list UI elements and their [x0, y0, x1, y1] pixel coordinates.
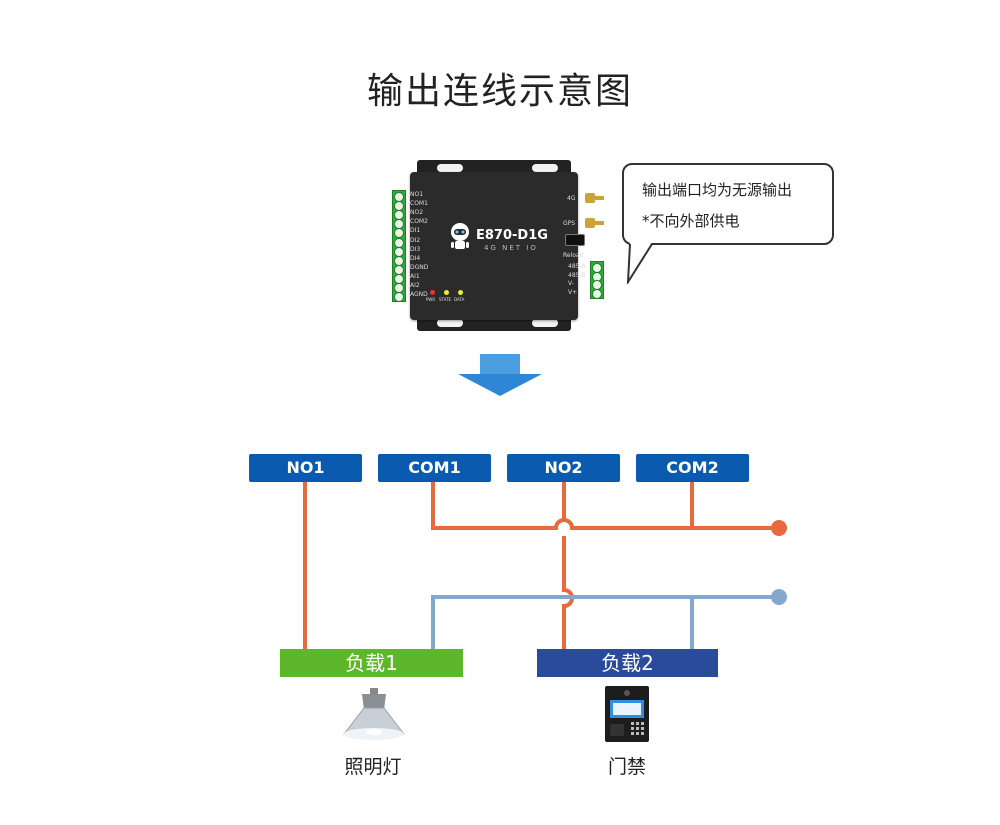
load-2: 负载2 — [537, 649, 718, 677]
data-led-icon — [458, 290, 463, 295]
device-body — [410, 172, 578, 320]
left-terminal-label: AGND — [410, 291, 428, 299]
port-no2: NO2 — [507, 454, 620, 482]
led-label-data: DATA — [454, 297, 465, 302]
left-terminal-label: AI1 — [410, 272, 420, 280]
right-terminal-label: 485-A — [568, 263, 586, 270]
left-terminal-pin-icon — [394, 292, 404, 303]
left-terminal-label: DI2 — [410, 236, 421, 244]
4g-antenna-connector-icon — [592, 196, 604, 200]
right-terminal-label: V+ — [568, 288, 578, 296]
label-4g: 4G — [567, 195, 576, 202]
right-terminal-pin-icon — [592, 288, 602, 299]
pwr-led-icon — [430, 290, 435, 295]
device-model: E870-D1G — [476, 228, 548, 243]
left-terminal-label: COM2 — [410, 218, 428, 226]
note-line-1: 输出端口均为无源输出 — [642, 181, 793, 199]
4g-antenna-icon — [585, 193, 595, 203]
device-subtitle: 4G NET IO — [484, 244, 538, 252]
access-control-icon — [605, 686, 649, 742]
orange-terminal-icon — [771, 520, 787, 536]
left-terminal-label: NO1 — [410, 191, 424, 198]
gps-antenna-connector-icon — [592, 221, 604, 225]
load-1: 负载1 — [280, 649, 463, 677]
wire-blue-bus — [431, 595, 779, 652]
left-terminal-label: AI2 — [410, 282, 420, 289]
page-title: 输出连线示意图 — [366, 71, 633, 112]
state-led-icon — [444, 290, 449, 295]
bubble-tail-icon — [626, 242, 653, 284]
device-label-access-control: 门禁 — [607, 756, 646, 778]
left-terminal-label: DI1 — [410, 227, 421, 235]
port-com1: COM1 — [378, 454, 491, 482]
robot-logo-icon — [451, 223, 469, 249]
left-terminal-label: COM1 — [410, 200, 428, 208]
note-bubble: 输出端口均为无源输出 *不向外部供电 — [622, 163, 834, 245]
device-label-lamp: 照明灯 — [344, 756, 402, 778]
label-gps: GPS — [563, 220, 576, 227]
left-terminal-label: NO2 — [410, 209, 424, 217]
wire-no2 — [562, 482, 574, 652]
left-terminal-label: DI3 — [410, 245, 421, 253]
port-com2: COM2 — [636, 454, 749, 482]
right-terminal-label: V- — [568, 280, 574, 287]
blue-terminal-icon — [771, 589, 787, 605]
right-terminal-label: 485-B — [568, 271, 586, 279]
port-no1: NO1 — [249, 454, 362, 482]
gps-antenna-icon — [585, 218, 595, 228]
label-reload: Reload — [563, 252, 584, 259]
led-label-state: STATE — [439, 297, 452, 302]
down-arrow-icon — [458, 354, 542, 396]
lamp-icon — [343, 688, 405, 740]
led-label-pwr: PWR — [426, 297, 436, 302]
reload-button-icon — [565, 234, 585, 246]
wire-com-bus — [431, 482, 779, 530]
left-terminal-label: DI4 — [410, 254, 421, 262]
note-line-2: *不向外部供电 — [642, 212, 740, 230]
left-terminal-label: DGND — [410, 263, 429, 271]
